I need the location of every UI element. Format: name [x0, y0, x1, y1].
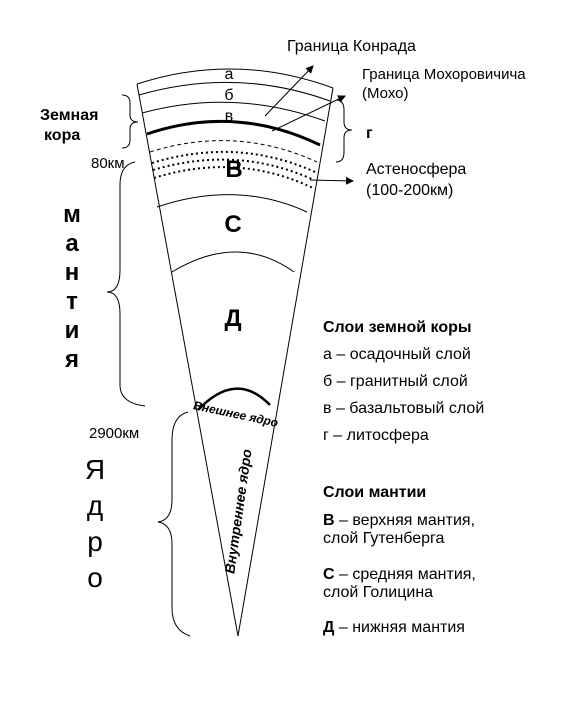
asthenosphere-dotted-arc-2	[152, 158, 315, 181]
mantle-letter: т	[66, 288, 78, 315]
legend-crust-heading: Слои земной коры	[323, 319, 472, 336]
legend-key: г	[323, 427, 329, 444]
mantle-middle-label: С	[224, 211, 241, 238]
mantle-upper-label: В	[225, 156, 242, 183]
core-mantle-boundary	[197, 387, 271, 411]
legend-mantle: Слои мантии В – верхняя мантия, слой Гут…	[323, 484, 476, 637]
crust-brace	[121, 94, 139, 149]
mantle-lower-label: Д	[224, 305, 241, 332]
core-letter: о	[87, 562, 103, 593]
moho-boundary-arc	[146, 119, 321, 147]
mantle-middle-lower-boundary	[171, 251, 295, 273]
mantle-letter: и	[64, 317, 80, 344]
wedge-right-edge	[237, 87, 334, 637]
legend-text: слой Гутенберга	[323, 530, 445, 547]
mantle-letter: я	[64, 346, 79, 373]
legend-text: – средняя мантия,	[339, 566, 476, 583]
core-letter: Я	[84, 454, 106, 485]
legend-key: в	[323, 400, 332, 417]
legend-crust-item: в – базальтовый слой	[323, 400, 484, 427]
asthenosphere-dotted-arc-1	[151, 150, 316, 173]
core-brace	[157, 411, 191, 637]
core-letter: р	[87, 526, 103, 557]
legend-mantle-item: Д – нижняя мантия	[323, 619, 476, 637]
legend-mantle-item: В – верхняя мантия, слой Гутенберга	[323, 512, 476, 566]
legend-text: – нижняя мантия	[338, 619, 465, 636]
moho-boundary-label-line1: Граница Мохоровичича	[362, 66, 526, 83]
mantle-upper-lower-boundary	[156, 194, 308, 213]
inner-core-label: Внутреннее ядро	[221, 448, 254, 575]
legend-text: слой Голицина	[323, 584, 434, 601]
core-depth-label: 2900км	[89, 425, 140, 442]
legend-crust-item: а – осадочный слой	[323, 346, 484, 373]
crust-label-line2: кора	[44, 127, 81, 144]
legend-text: – верхняя мантия,	[339, 512, 476, 529]
mantle-letter: н	[64, 259, 80, 286]
legend-crust: Слои земной коры а – осадочный слой б – …	[323, 319, 484, 454]
legend-text: – литосфера	[333, 427, 429, 444]
legend-mantle-item: С – средняя мантия, слой Голицина	[323, 566, 476, 619]
legend-text: – гранитный слой	[336, 373, 468, 390]
legend-crust-item: г – литосфера	[323, 427, 484, 454]
legend-key: а	[323, 346, 332, 363]
moho-boundary-label-line2: (Мохо)	[362, 85, 409, 102]
legend-crust-item: б – гранитный слой	[323, 373, 484, 400]
mantle-vertical-label: м а н т и я	[59, 200, 85, 374]
layer-b-label: б	[224, 87, 233, 104]
legend-mantle-heading: Слои мантии	[323, 484, 427, 501]
asthenosphere-arrow	[309, 176, 354, 185]
conrad-boundary-arc	[141, 101, 326, 122]
legend-key: б	[323, 373, 333, 390]
asthenosphere-label-line2: (100-200км)	[366, 182, 454, 199]
core-vertical-label: Я д р о	[82, 452, 108, 596]
moho-arrow	[271, 95, 346, 132]
crust-depth-label: 80км	[91, 155, 125, 172]
legend-text: – базальтовый слой	[335, 400, 485, 417]
legend-key: С	[323, 566, 335, 583]
lithosphere-layer-g-label: г	[366, 125, 373, 142]
crust-label-line1: Земная	[40, 107, 99, 124]
arc-a-b	[138, 81, 331, 102]
mantle-letter: м	[63, 201, 81, 228]
legend-key: В	[323, 512, 335, 529]
legend-text: – осадочный слой	[336, 346, 471, 363]
surface-arc	[136, 68, 334, 89]
legend-key: Д	[323, 619, 335, 636]
core-letter: д	[86, 490, 104, 521]
layer-v-label: в	[225, 108, 234, 125]
lithosphere-brace	[335, 99, 353, 163]
wedge-left-edge	[136, 83, 239, 637]
asthenosphere-label-line1: Астеносфера	[366, 161, 467, 178]
lithosphere-dashed-arc	[149, 140, 318, 163]
layer-a-label: а	[225, 66, 234, 83]
conrad-arrow	[264, 65, 314, 117]
mantle-brace	[106, 161, 146, 407]
mantle-letter: а	[65, 230, 79, 257]
conrad-boundary-label: Граница Конрада	[287, 38, 416, 55]
